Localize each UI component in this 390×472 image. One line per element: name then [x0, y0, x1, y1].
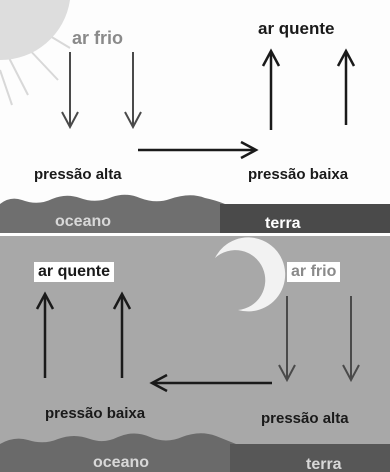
night-ocean-label: oceano	[93, 454, 150, 471]
day-ocean-label: oceano	[55, 213, 112, 230]
day-high-pressure-label: pressão alta	[34, 166, 122, 183]
night-high-pressure-label: pressão alta	[261, 410, 349, 427]
day-panel: ar frio ar quente pressão alta pressão b…	[0, 0, 390, 236]
night-cold-air-down-arrow-2	[342, 296, 360, 383]
night-land-label: terra	[306, 456, 342, 472]
night-ocean-shape	[0, 433, 236, 472]
night-low-pressure-label: pressão baixa	[45, 405, 146, 422]
night-land-shape	[230, 444, 390, 472]
sun-disc	[0, 0, 70, 61]
night-diagram	[0, 237, 390, 472]
breeze-arrow-right	[138, 140, 259, 160]
cold-air-down-arrow-2	[124, 52, 142, 130]
breeze-arrow-left	[149, 373, 272, 393]
day-ocean-shape	[0, 194, 225, 236]
night-warm-air-label: ar quente	[34, 262, 115, 282]
day-land-shape	[220, 204, 390, 236]
sun-icon	[0, 0, 71, 106]
day-low-pressure-label: pressão baixa	[248, 166, 349, 183]
night-warm-air-up-arrow-2	[112, 291, 132, 378]
cold-air-down-arrow-1	[61, 52, 79, 130]
night-warm-air-up-arrow-1	[35, 291, 55, 378]
day-diagram	[0, 0, 390, 236]
day-land-label: terra	[265, 215, 301, 232]
night-cold-air-label: ar frio	[287, 262, 341, 282]
warm-air-up-arrow-1	[261, 48, 281, 130]
day-cold-air-label: ar frio	[72, 28, 124, 48]
night-panel: ar quente ar frio pressão baixa pressão …	[0, 236, 390, 472]
moon-icon	[215, 237, 286, 312]
panel-divider	[0, 233, 390, 238]
night-cold-air-down-arrow-1	[278, 296, 296, 383]
warm-air-up-arrow-2	[336, 48, 356, 125]
day-warm-air-label: ar quente	[258, 19, 335, 38]
